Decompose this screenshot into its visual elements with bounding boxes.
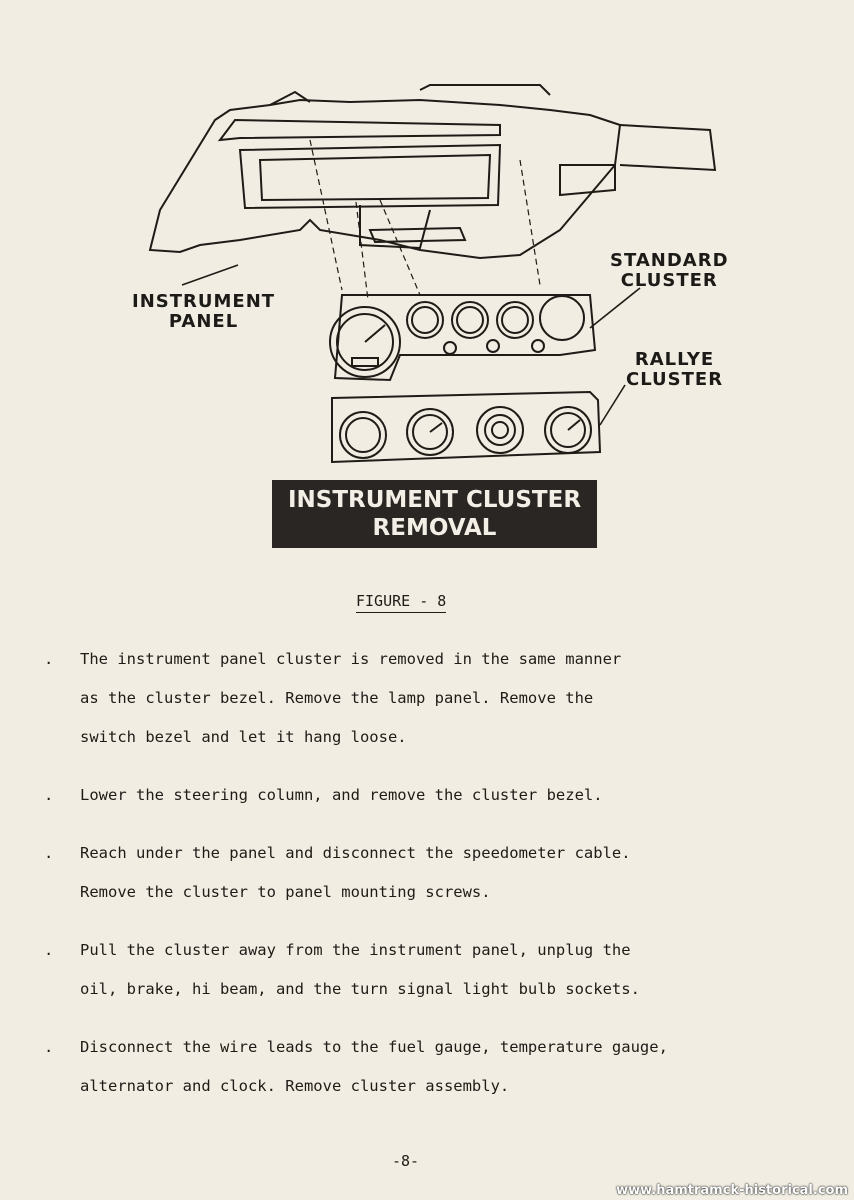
step-text-line: Reach under the panel and disconnect the…	[80, 844, 631, 862]
instrument-cluster-illustration	[148, 84, 717, 464]
figure-title-banner: INSTRUMENT CLUSTER REMOVAL	[272, 480, 597, 548]
bullet-marker: .	[44, 650, 54, 668]
watermark-url[interactable]: www.hamtramck-historical.com	[616, 1183, 848, 1198]
bullet-marker: .	[44, 941, 54, 959]
bullet-marker: .	[44, 844, 54, 862]
step-text-line: Pull the cluster away from the instrumen…	[80, 941, 631, 959]
step-text-line: as the cluster bezel. Remove the lamp pa…	[80, 689, 594, 707]
step-text-line: Remove the cluster to panel mounting scr…	[80, 883, 491, 901]
step-text-line: Lower the steering column, and remove th…	[80, 786, 603, 804]
figure-caption: FIGURE - 8	[356, 592, 447, 613]
step-text-line: alternator and clock. Remove cluster ass…	[80, 1077, 510, 1095]
rallye-cluster-label: RALLYE CLUSTER	[626, 349, 724, 390]
bullet-marker: .	[44, 786, 54, 804]
step-text-line: switch bezel and let it hang loose.	[80, 728, 407, 746]
step-text-line: oil, brake, hi beam, and the turn signal…	[80, 980, 640, 998]
figure-title-line: REMOVAL	[372, 515, 497, 541]
standard-cluster-label: STANDARD CLUSTER	[610, 250, 729, 291]
bullet-marker: .	[44, 1038, 54, 1056]
page-number: -8-	[392, 1152, 420, 1170]
step-text-line: Disconnect the wire leads to the fuel ga…	[80, 1038, 668, 1056]
instrument-panel-label: INSTRUMENT PANEL	[132, 291, 276, 332]
step-text-line: The instrument panel cluster is removed …	[80, 650, 622, 668]
figure-title-line: INSTRUMENT CLUSTER	[287, 487, 582, 513]
